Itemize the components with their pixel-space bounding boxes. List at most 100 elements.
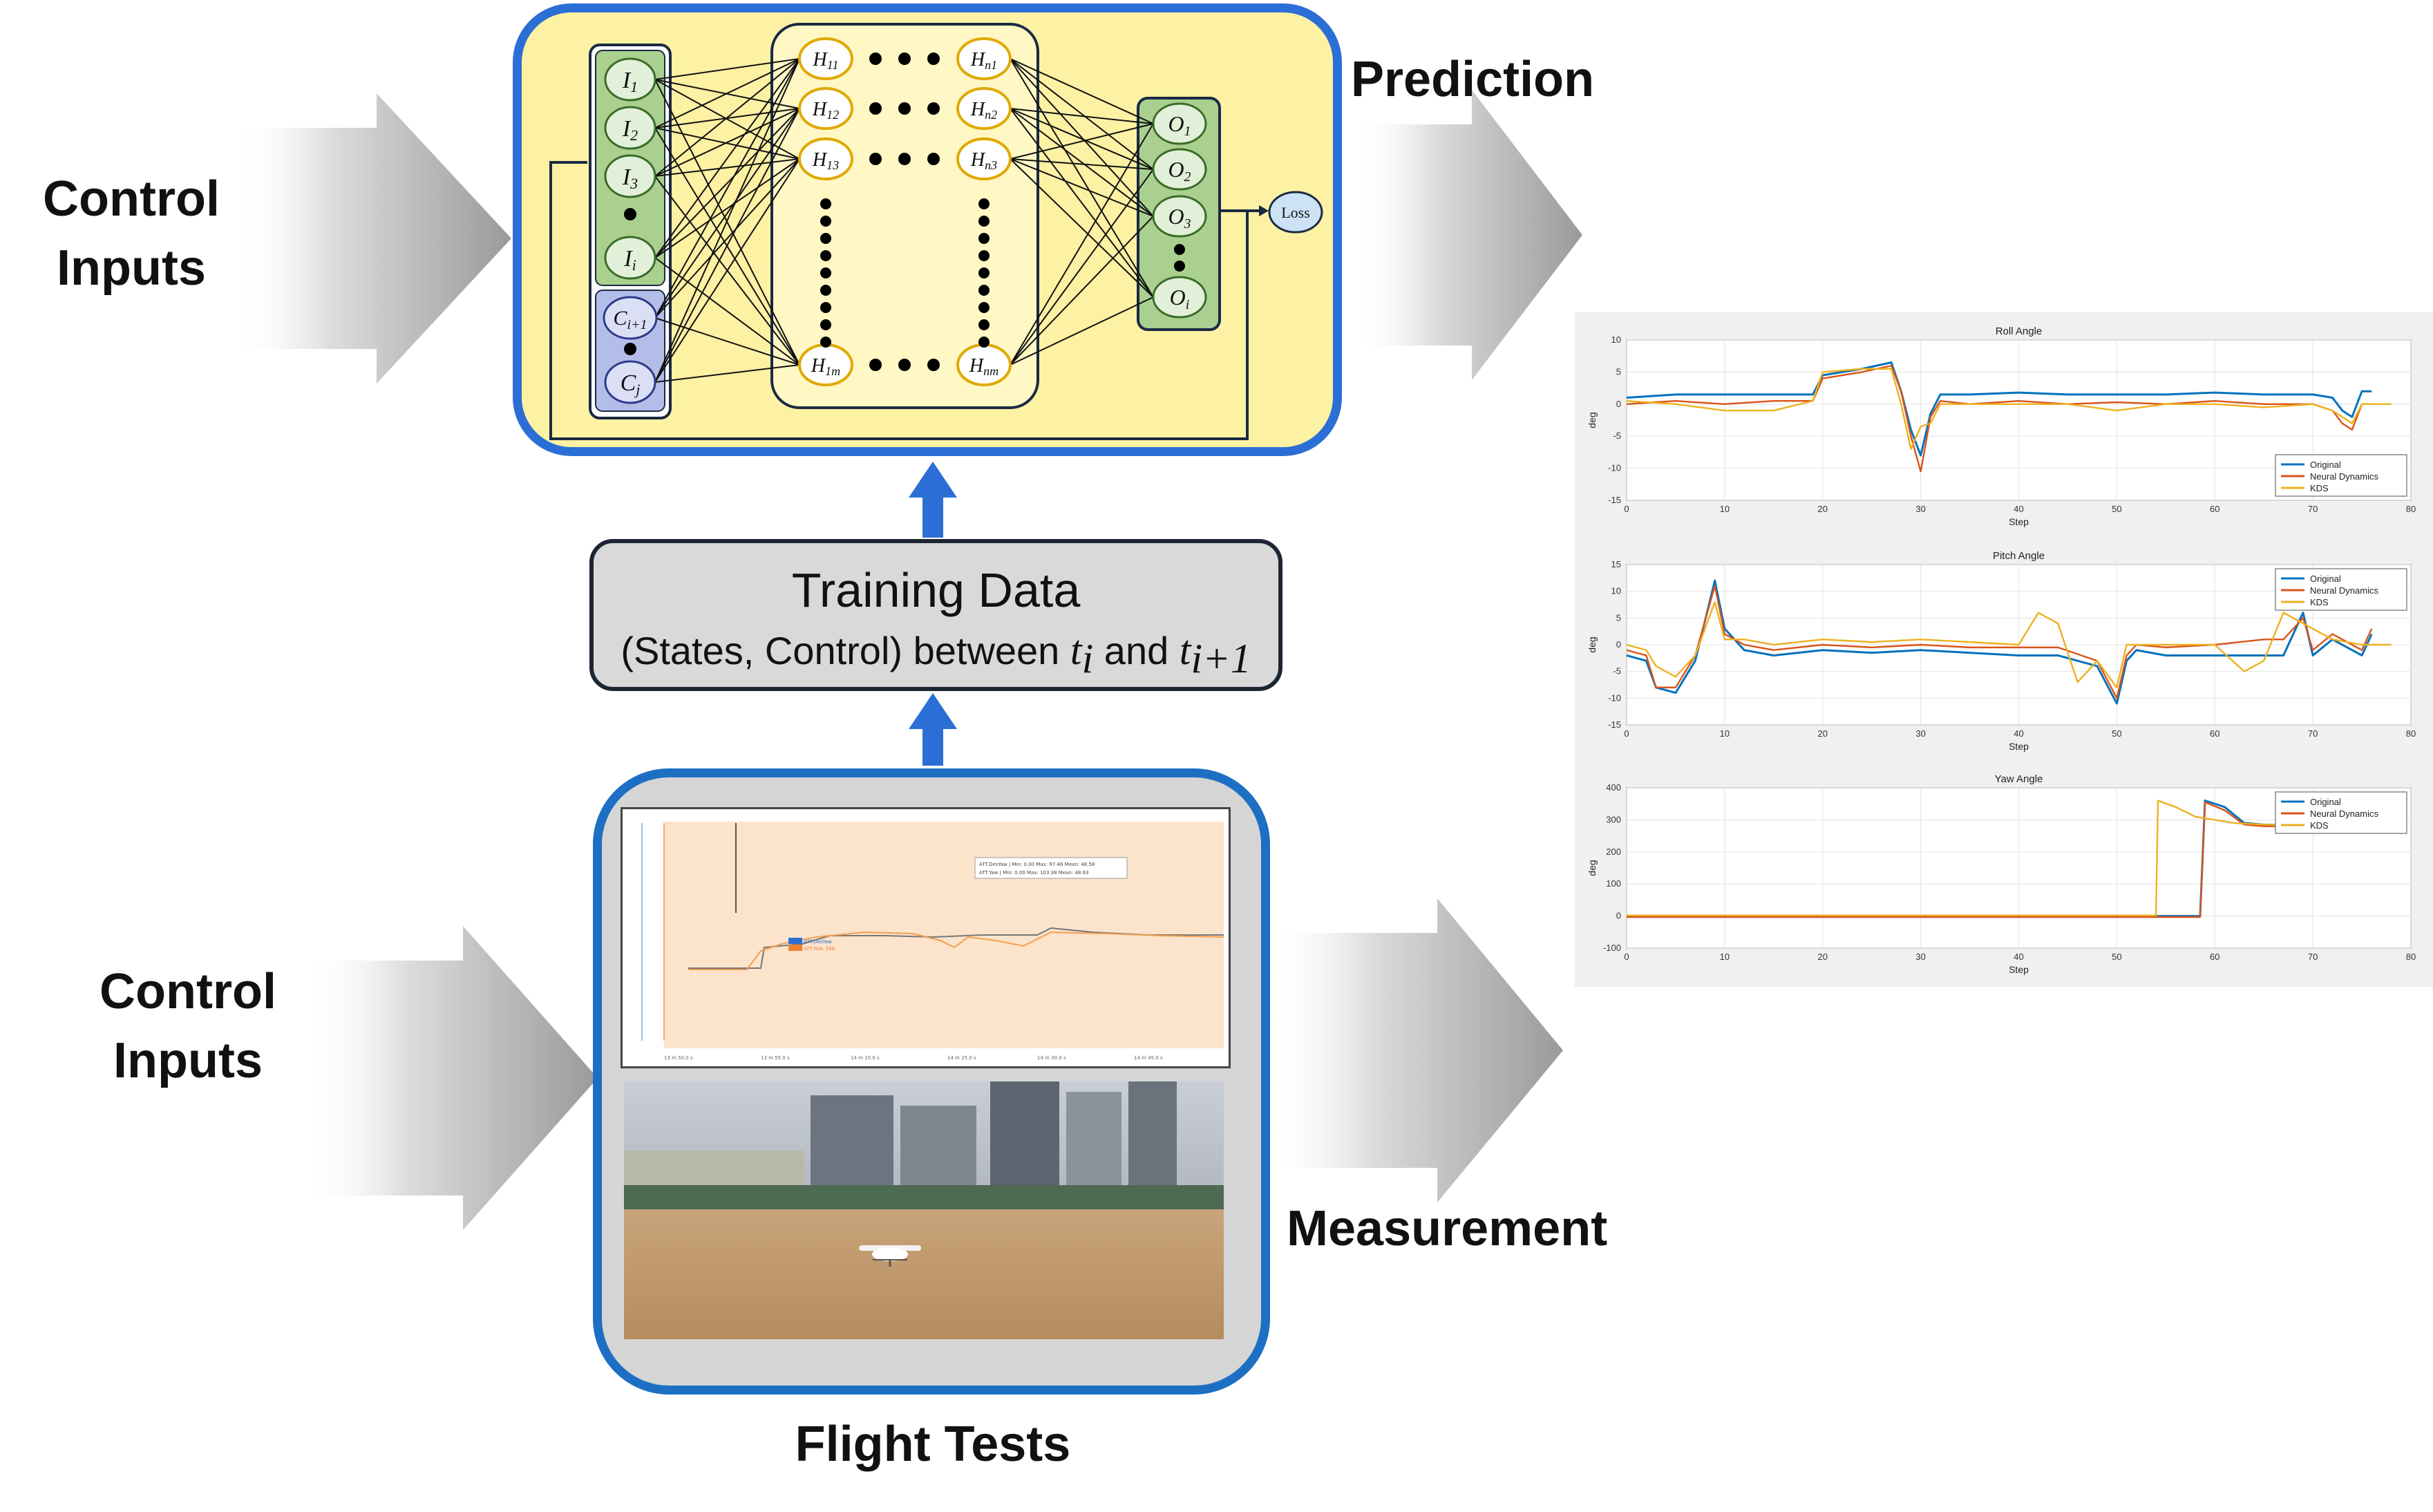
measurement-label: Measurement	[1287, 1201, 1608, 1256]
photo-building	[811, 1095, 893, 1199]
subscript-i: i	[1081, 636, 1094, 682]
output-node	[1152, 195, 1207, 238]
connection	[1010, 123, 1154, 366]
ellipsis-dot	[927, 153, 940, 165]
ellipsis-dot	[898, 102, 911, 115]
log-x-tick: 14 m 25.0 s	[947, 1055, 976, 1061]
y-tick-label: 10	[1611, 586, 1621, 596]
connection	[1010, 108, 1154, 170]
y-axis-label: deg	[1587, 412, 1598, 428]
hidden-node	[798, 37, 853, 80]
ellipsis-dot	[898, 53, 911, 65]
connection	[1010, 108, 1154, 124]
y-tick-label: 100	[1606, 878, 1621, 889]
log-x-tick: 13 m 55.0 s	[761, 1055, 790, 1061]
hidden-label: Hn3	[970, 149, 997, 172]
connection	[1010, 58, 1154, 124]
y-tick-label: -10	[1608, 463, 1621, 473]
hidden-node	[956, 87, 1012, 130]
x-tick-label: 60	[2210, 952, 2219, 962]
control-inputs-top-label: Control Inputs	[28, 164, 235, 303]
connection	[654, 317, 800, 366]
chart-title: Yaw Angle	[1995, 773, 2043, 785]
hidden-label: H11	[813, 49, 839, 72]
series-line-2	[1626, 368, 2392, 450]
x-tick-label: 40	[2014, 728, 2023, 739]
x-tick-label: 70	[2308, 952, 2318, 962]
y-tick-label: 200	[1606, 847, 1621, 857]
hidden-nodes	[798, 37, 1012, 386]
x-tick-label: 80	[2406, 504, 2416, 514]
y-tick-label: -15	[1608, 719, 1621, 730]
flight-log-plot: ATT.DesYaw | Min: 0.00 Max: 97.46 Mean: …	[641, 822, 1224, 1061]
y-tick-label: 10	[1611, 334, 1621, 345]
x-tick-label: 0	[1624, 728, 1629, 739]
connection	[654, 158, 800, 177]
ellipsis-dot	[978, 267, 990, 278]
control-inputs-bottom-line2: Inputs	[113, 1033, 263, 1088]
photo-illustration	[624, 1081, 1224, 1339]
connection	[654, 158, 800, 319]
ellipsis-dot	[624, 208, 636, 220]
ellipsis-dot	[898, 359, 911, 371]
x-tick-label: 60	[2210, 728, 2219, 739]
arrow-measurement	[1268, 898, 1563, 1202]
x-axis-label: Step	[2009, 516, 2029, 527]
x-tick-label: 0	[1624, 952, 1629, 962]
arrow-prediction	[1354, 90, 1582, 380]
hidden-node	[956, 37, 1012, 80]
log-tag: ATT.DesYaw	[804, 939, 832, 945]
training-data-box: Training Data (States, Control) between …	[589, 539, 1282, 691]
connection	[654, 108, 800, 383]
subtitle-and: and	[1093, 629, 1180, 672]
flight-log-screenshot: ATT.DesYaw | Min: 0.00 Max: 97.46 Mean: …	[621, 807, 1231, 1068]
connection	[654, 79, 800, 160]
connection	[654, 58, 800, 129]
x-tick-label: 20	[1818, 728, 1828, 739]
hidden-node	[956, 138, 1012, 180]
control-node	[603, 296, 658, 340]
x-tick-label: 50	[2112, 728, 2121, 739]
control-inputs-top-line2: Inputs	[57, 240, 206, 296]
x-tick-label: 30	[1915, 728, 1925, 739]
loss-arrowhead	[1259, 205, 1269, 216]
ellipsis-dot	[869, 53, 882, 65]
ellipsis-dot	[869, 153, 882, 165]
y-tick-label: 0	[1616, 399, 1621, 409]
connection	[654, 58, 800, 383]
series-line-2	[1627, 800, 2363, 916]
connection	[1010, 58, 1154, 170]
arrow-up-to-training	[909, 693, 957, 766]
x-tick-label: 10	[1720, 952, 1730, 962]
ellipsis-dot	[1174, 261, 1185, 272]
connection	[1010, 158, 1154, 217]
legend-label: Original	[2310, 574, 2341, 584]
ellipsis-dot	[820, 319, 831, 330]
series-line-2	[1626, 601, 2392, 689]
ellipsis-dot	[624, 343, 636, 355]
legend-label: Neural Dynamics	[2310, 585, 2378, 596]
input-node	[604, 236, 656, 280]
connection	[1010, 58, 1154, 217]
ellipsis-dot	[978, 302, 990, 313]
x-tick-label: 10	[1720, 728, 1730, 739]
hidden-label: Hnm	[969, 355, 998, 378]
photo-ground	[624, 1209, 1224, 1339]
x-tick-label: 30	[1915, 504, 1925, 514]
y-tick-label: 400	[1606, 782, 1621, 793]
photo-fence-greenery	[624, 1185, 1224, 1213]
ellipsis-dot	[820, 285, 831, 296]
output-node	[1152, 276, 1207, 319]
ellipsis-dot	[898, 153, 911, 165]
x-tick-label: 80	[2406, 952, 2416, 962]
connection	[1010, 169, 1154, 366]
connection	[654, 364, 800, 383]
y-tick-label: -15	[1608, 495, 1621, 505]
connection	[654, 58, 800, 319]
training-data-title: Training Data	[791, 563, 1081, 617]
